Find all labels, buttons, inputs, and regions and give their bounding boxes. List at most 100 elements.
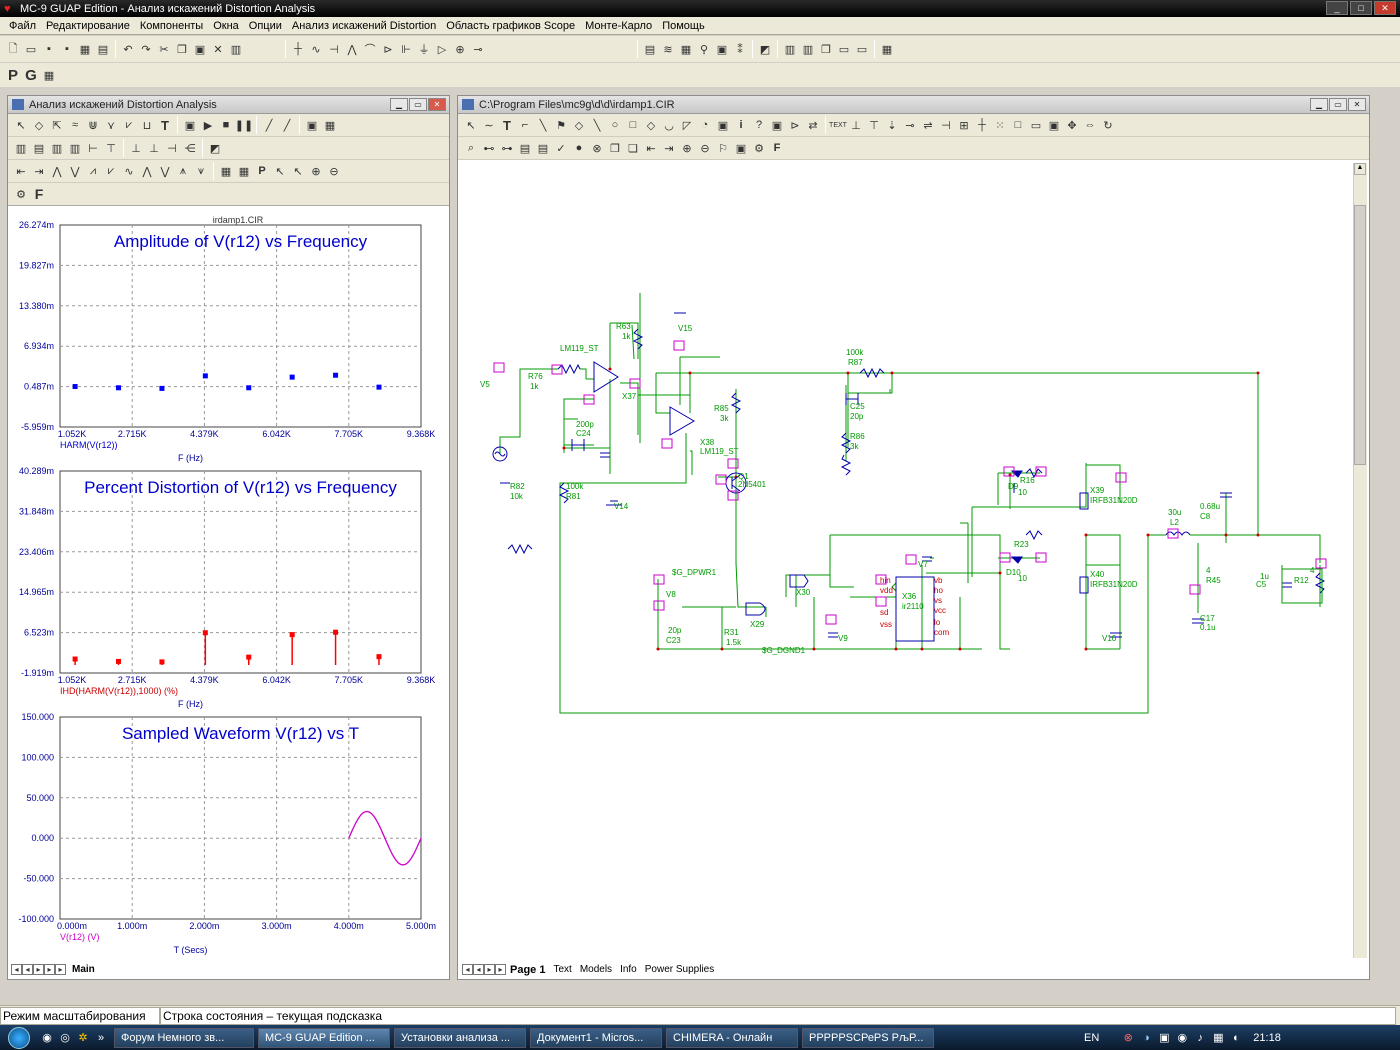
scope-icon[interactable]: ▣ (716, 43, 728, 56)
layout3-icon[interactable]: ▥ (51, 142, 63, 155)
sine-source-icon[interactable]: ∿ (311, 43, 321, 56)
language-indicator[interactable]: EN (1084, 1031, 1100, 1044)
sch-tab-last-icon[interactable]: ▸ (495, 964, 506, 975)
zoom-out-icon[interactable]: ⊖ (329, 165, 339, 178)
schematic-minimize-button[interactable]: ▁ (1310, 98, 1328, 111)
task-document[interactable]: Документ1 - Micros... (530, 1027, 662, 1048)
f-button[interactable]: F (34, 186, 44, 202)
graph-icon[interactable]: ≈ (71, 119, 79, 131)
task-forum[interactable]: Форум Немного зв... (114, 1027, 254, 1048)
cascade-icon[interactable]: ❐ (821, 43, 831, 56)
sch-text-mode-icon[interactable]: TEXT (829, 121, 847, 129)
peak-icon[interactable]: ⋀ (52, 165, 62, 178)
table2-icon[interactable]: ▦ (238, 165, 250, 178)
properties-icon[interactable]: ▣ (184, 119, 196, 132)
inflection-icon[interactable]: ∿ (124, 165, 134, 178)
diode-icon[interactable]: ⊳ (383, 43, 393, 56)
tray-icon-5[interactable]: ◐ (1232, 1031, 1240, 1044)
sch-cancel-icon[interactable]: ⊗ (592, 142, 602, 155)
tab-main[interactable]: Main (72, 964, 95, 975)
tool-f-icon[interactable]: ◩ (209, 142, 221, 155)
sch-flag2-icon[interactable]: ⚐ (718, 142, 728, 155)
sch-voltage-icon[interactable]: ⊤ (869, 119, 879, 132)
sch-macro-icon[interactable]: ▣ (771, 119, 783, 132)
sch-zoom-in-icon[interactable]: ⊕ (682, 142, 692, 155)
tab-text[interactable]: Text (553, 964, 572, 975)
data-points-icon[interactable]: ▦ (220, 165, 232, 178)
capacitor-icon[interactable]: ⊣ (329, 43, 339, 56)
sch-info-icon[interactable]: i (739, 119, 743, 131)
sch-node-num-icon[interactable]: ⊥ (851, 119, 861, 132)
stop-icon[interactable]: ■ (222, 119, 230, 131)
redo-icon[interactable]: ↷ (141, 43, 151, 56)
sch-current-icon[interactable]: ⇣ (887, 119, 897, 132)
tab-info[interactable]: Info (620, 964, 637, 975)
menu-options[interactable]: Опции (248, 19, 282, 32)
sch-doc2-icon[interactable]: ▤ (537, 142, 549, 155)
network-icon[interactable]: ▦ (1213, 1032, 1224, 1044)
sch-ortho-wire-icon[interactable]: ⌐ (521, 119, 529, 131)
sch-diamond-icon[interactable]: ◇ (646, 119, 656, 132)
tool-a-icon[interactable]: ⊤ (106, 142, 116, 155)
sch-props-icon[interactable]: ▣ (1048, 119, 1060, 132)
tile-vertical-icon[interactable]: ▥ (802, 43, 814, 56)
mosfet-x40[interactable] (1079, 576, 1089, 594)
window-list-icon[interactable]: ▦ (680, 43, 692, 56)
pause-icon[interactable]: ❚❚ (234, 119, 254, 132)
scrollbar-thumb[interactable] (1354, 205, 1366, 465)
close-button[interactable]: ✕ (1374, 1, 1396, 15)
sch-help-icon[interactable]: ? (755, 119, 763, 131)
layout4-icon[interactable]: ▥ (69, 142, 81, 155)
volume-icon[interactable]: ♪ (1197, 1031, 1204, 1044)
sch-pie-icon[interactable]: ◔ (701, 119, 709, 131)
window-icon[interactable]: ▭ (838, 43, 850, 56)
open-file-icon[interactable]: ▭ (25, 43, 37, 56)
sch-rect-icon[interactable]: □ (629, 119, 637, 131)
print-icon[interactable]: ▦ (79, 43, 91, 56)
sch-flip-icon[interactable]: ⇄ (808, 119, 818, 132)
gate-x29[interactable] (745, 602, 766, 616)
quicklaunch-icon-1[interactable]: ◉ (42, 1032, 52, 1044)
grid-icon[interactable]: ▥ (230, 43, 242, 56)
tab-power-supplies[interactable]: Power Supplies (644, 964, 715, 975)
schematic-close-button[interactable]: ✕ (1348, 98, 1366, 111)
sch-gear-icon[interactable]: ⚙ (754, 142, 764, 155)
grid-toggle-icon[interactable]: ▦ (324, 119, 336, 132)
shape-icon[interactable]: ◇ (34, 119, 44, 132)
menu-scope[interactable]: Область графиков Scope (446, 19, 576, 32)
paste-icon[interactable]: ▣ (194, 43, 206, 56)
sch-tab-first-icon[interactable]: ◂ (462, 964, 473, 975)
inductor-icon[interactable]: ⌒ (364, 44, 376, 56)
gate-x30[interactable] (789, 574, 809, 588)
print-preview-icon[interactable]: ▤ (97, 43, 109, 56)
menu-file[interactable]: Файл (9, 19, 37, 32)
analysis-close-button[interactable]: ✕ (428, 98, 446, 111)
text-icon[interactable]: T (161, 117, 169, 133)
high-icon[interactable]: ⩘ (89, 164, 97, 177)
sch-right-icon[interactable]: ⇥ (664, 142, 674, 155)
sch-doc3-icon[interactable]: ▣ (735, 142, 747, 155)
run-icon[interactable]: ▶ (203, 119, 213, 132)
sch-f-icon[interactable]: F (773, 142, 781, 154)
graph4-icon[interactable]: ⩗ (125, 118, 133, 131)
tab-end-icon[interactable]: ▸ (55, 964, 66, 975)
tab-prev-icon[interactable]: ◂ (22, 964, 33, 975)
sch-zoom-out-icon[interactable]: ⊖ (700, 142, 710, 155)
tool-b-icon[interactable]: ⊥ (131, 142, 141, 155)
table-icon[interactable]: ▦ (43, 69, 55, 82)
save-icon[interactable]: ▪ (47, 43, 51, 55)
scroll-up-icon[interactable]: ▲ (1354, 163, 1366, 175)
sch-line-icon[interactable]: ╲ (593, 119, 601, 132)
schematic-maximize-button[interactable]: ▭ (1329, 98, 1347, 111)
sch-left-icon[interactable]: ⇤ (646, 142, 656, 155)
tab-last-icon[interactable]: ▸ (44, 964, 55, 975)
sch-cross-icon[interactable]: ┼ (978, 119, 986, 131)
sch-tab-next-icon[interactable]: ▸ (484, 964, 495, 975)
copy-icon[interactable]: ❐ (177, 43, 187, 56)
cursor-left-icon[interactable]: ⇤ (16, 165, 26, 178)
quicklaunch-icon-2[interactable]: ◎ (60, 1032, 70, 1044)
opamp-x38[interactable] (669, 406, 695, 436)
schematic-vertical-scrollbar[interactable]: ▲ (1353, 163, 1367, 958)
component-icon[interactable]: ┼ (294, 43, 302, 55)
wire-icon[interactable]: ⊸ (473, 43, 483, 56)
